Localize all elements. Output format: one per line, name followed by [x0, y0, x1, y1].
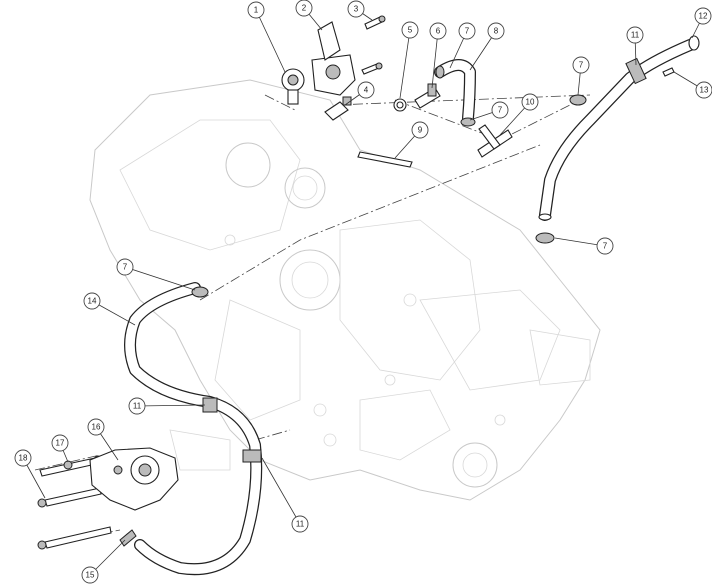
callout-11: 11 — [128, 397, 206, 415]
callout-number: 10 — [526, 98, 535, 107]
hose-brackets — [202, 57, 647, 463]
callout-circle — [247, 1, 265, 19]
callout-number: 6 — [436, 27, 441, 36]
leader-line — [255, 9, 286, 73]
callout-number: 11 — [631, 31, 640, 40]
callout-circle — [357, 81, 375, 99]
engine-block-outline — [89, 79, 601, 501]
thermostat — [281, 68, 305, 105]
bypass-hose — [434, 59, 476, 124]
leader-line — [261, 457, 301, 525]
callout-15: 15 — [81, 539, 126, 584]
callout-circle — [411, 121, 429, 139]
pump-clip — [119, 529, 137, 547]
t-connector — [477, 124, 513, 158]
callout-11: 11 — [261, 457, 309, 533]
callout-number: 7 — [465, 27, 470, 36]
hose-clamps — [191, 65, 587, 298]
callout-circle — [51, 434, 69, 452]
callout-4: 4 — [344, 81, 375, 106]
callout-7: 7 — [449, 22, 476, 69]
callout-circle — [83, 292, 101, 310]
leader-line — [124, 266, 196, 291]
callout-circle — [429, 22, 447, 40]
callout-number: 14 — [88, 297, 97, 306]
callout-number: 4 — [364, 86, 369, 95]
callout-2: 2 — [295, 0, 323, 31]
callout-number: 17 — [56, 439, 65, 448]
callout-3: 3 — [347, 0, 373, 21]
callout-number: 5 — [408, 26, 413, 35]
callout-14: 14 — [83, 292, 136, 326]
callout-circle — [87, 418, 105, 436]
callout-circle — [695, 81, 712, 99]
callout-circle — [81, 566, 99, 584]
callout-6: 6 — [429, 22, 447, 89]
callout-circle — [116, 258, 134, 276]
callout-11: 11 — [626, 26, 644, 66]
callout-number: 2 — [302, 4, 307, 13]
thermostat-housing — [311, 21, 356, 96]
callout-12: 12 — [691, 7, 712, 39]
callout-7: 7 — [116, 258, 196, 291]
callout-number: 12 — [699, 12, 708, 21]
callout-7: 7 — [554, 237, 614, 255]
callout-circle — [596, 237, 614, 255]
callout-number: 7 — [603, 242, 608, 251]
callout-circle — [487, 22, 505, 40]
callout-9: 9 — [394, 121, 429, 159]
upper-coolant-hose — [538, 35, 700, 221]
callout-circle — [347, 0, 365, 18]
callout-1: 1 — [247, 1, 286, 73]
lower-coolant-hose — [124, 282, 263, 576]
callout-10: 10 — [499, 93, 539, 136]
callout-circle — [128, 397, 146, 415]
callout-circle — [14, 449, 32, 467]
callout-number: 7 — [579, 61, 584, 70]
fitting — [414, 83, 441, 109]
callout-circle — [401, 21, 419, 39]
callout-number: 3 — [354, 5, 359, 14]
callout-16: 16 — [87, 418, 119, 461]
callout-7: 7 — [572, 56, 590, 96]
callout-18: 18 — [14, 449, 46, 499]
callout-number: 7 — [123, 263, 128, 272]
callout-number: 16 — [92, 423, 101, 432]
leader-line — [431, 30, 439, 89]
callout-number: 9 — [418, 126, 423, 135]
callout-7: 7 — [469, 101, 509, 121]
callout-5: 5 — [399, 21, 419, 99]
water-pump — [89, 447, 179, 511]
callout-number: 15 — [86, 571, 95, 580]
callout-number: 11 — [296, 520, 305, 529]
o-ring — [393, 98, 407, 112]
leader-line — [136, 404, 206, 407]
callout-circle — [572, 56, 590, 74]
callout-circle — [458, 22, 476, 40]
callout-circle — [626, 26, 644, 44]
callout-number: 13 — [700, 86, 709, 95]
callout-circle — [694, 7, 712, 25]
callout-circle — [521, 93, 539, 111]
callout-number: 11 — [133, 402, 142, 411]
temperature-sensor — [324, 96, 352, 121]
callout-8: 8 — [469, 22, 505, 71]
leader-line — [399, 29, 411, 99]
callout-number: 7 — [498, 106, 503, 115]
callout-circle — [491, 101, 509, 119]
cable-tie — [357, 151, 413, 168]
callout-13: 13 — [673, 71, 712, 99]
callout-number: 18 — [19, 454, 28, 463]
callout-circle — [291, 515, 309, 533]
callout-number: 1 — [254, 6, 259, 15]
callout-circle — [295, 0, 313, 17]
callout-17: 17 — [51, 434, 69, 463]
callout-number: 8 — [494, 27, 499, 36]
